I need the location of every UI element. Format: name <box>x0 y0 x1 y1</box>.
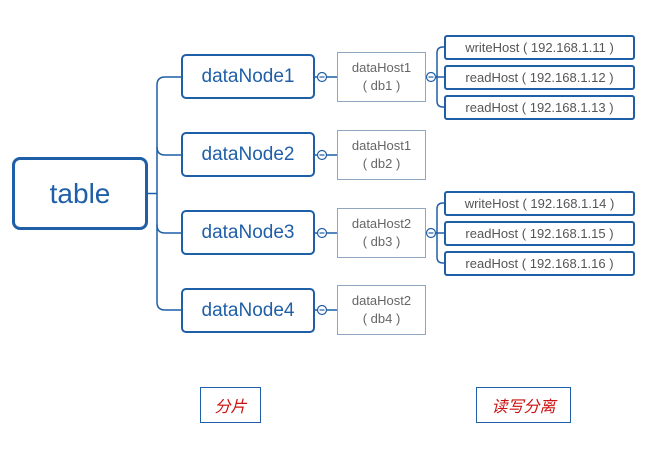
host-read-192-168-1-15[interactable]: readHost ( 192.168.1.15 ) <box>444 221 635 246</box>
host-read-192-168-1-13[interactable]: readHost ( 192.168.1.13 ) <box>444 95 635 120</box>
datahost-name: dataHost2 <box>351 216 412 231</box>
topic-datanode1[interactable]: dataNode1 <box>181 54 315 99</box>
note-read-write-split-label: 读写分离 <box>491 399 556 416</box>
topic-label: dataNode2 <box>201 143 295 165</box>
subtopic-datahost-db3[interactable]: dataHost2 ( db3 ) <box>337 208 426 258</box>
note-sharding: 分片 <box>200 387 261 423</box>
topic-label: dataNode1 <box>201 65 295 87</box>
topic-datanode4[interactable]: dataNode4 <box>181 288 315 333</box>
topic-label: dataNode3 <box>201 221 295 243</box>
datahost-db: ( db1 ) <box>362 78 401 93</box>
topic-datanode3[interactable]: dataNode3 <box>181 210 315 255</box>
root-topic-table[interactable]: table <box>12 157 148 230</box>
host-label: readHost ( 192.168.1.15 ) <box>465 226 614 241</box>
note-sharding-label: 分片 <box>214 399 247 416</box>
host-read-192-168-1-12[interactable]: readHost ( 192.168.1.12 ) <box>444 65 635 90</box>
datahost-db: ( db3 ) <box>362 234 401 249</box>
datahost-name: dataHost1 <box>351 138 412 153</box>
note-read-write-split: 读写分离 <box>476 387 571 423</box>
root-topic-label: table <box>49 177 111 209</box>
subtopic-datahost-db1[interactable]: dataHost1 ( db1 ) <box>337 52 426 102</box>
datahost-name: dataHost1 <box>351 60 412 75</box>
datahost-db: ( db2 ) <box>362 156 401 171</box>
subtopic-datahost-db2[interactable]: dataHost1 ( db2 ) <box>337 130 426 180</box>
topic-label: dataNode4 <box>201 299 295 321</box>
datahost-name: dataHost2 <box>351 293 412 308</box>
host-label: writeHost ( 192.168.1.11 ) <box>465 40 614 55</box>
host-label: writeHost ( 192.168.1.14 ) <box>464 196 615 211</box>
datahost-db: ( db4 ) <box>362 311 401 326</box>
host-label: readHost ( 192.168.1.12 ) <box>465 70 614 85</box>
subtopic-datahost-db4[interactable]: dataHost2 ( db4 ) <box>337 285 426 335</box>
topic-datanode2[interactable]: dataNode2 <box>181 132 315 177</box>
host-label: readHost ( 192.168.1.13 ) <box>465 100 614 115</box>
host-label: readHost ( 192.168.1.16 ) <box>465 256 614 271</box>
host-write-192-168-1-11[interactable]: writeHost ( 192.168.1.11 ) <box>444 35 635 60</box>
host-read-192-168-1-16[interactable]: readHost ( 192.168.1.16 ) <box>444 251 635 276</box>
host-write-192-168-1-14[interactable]: writeHost ( 192.168.1.14 ) <box>444 191 635 216</box>
